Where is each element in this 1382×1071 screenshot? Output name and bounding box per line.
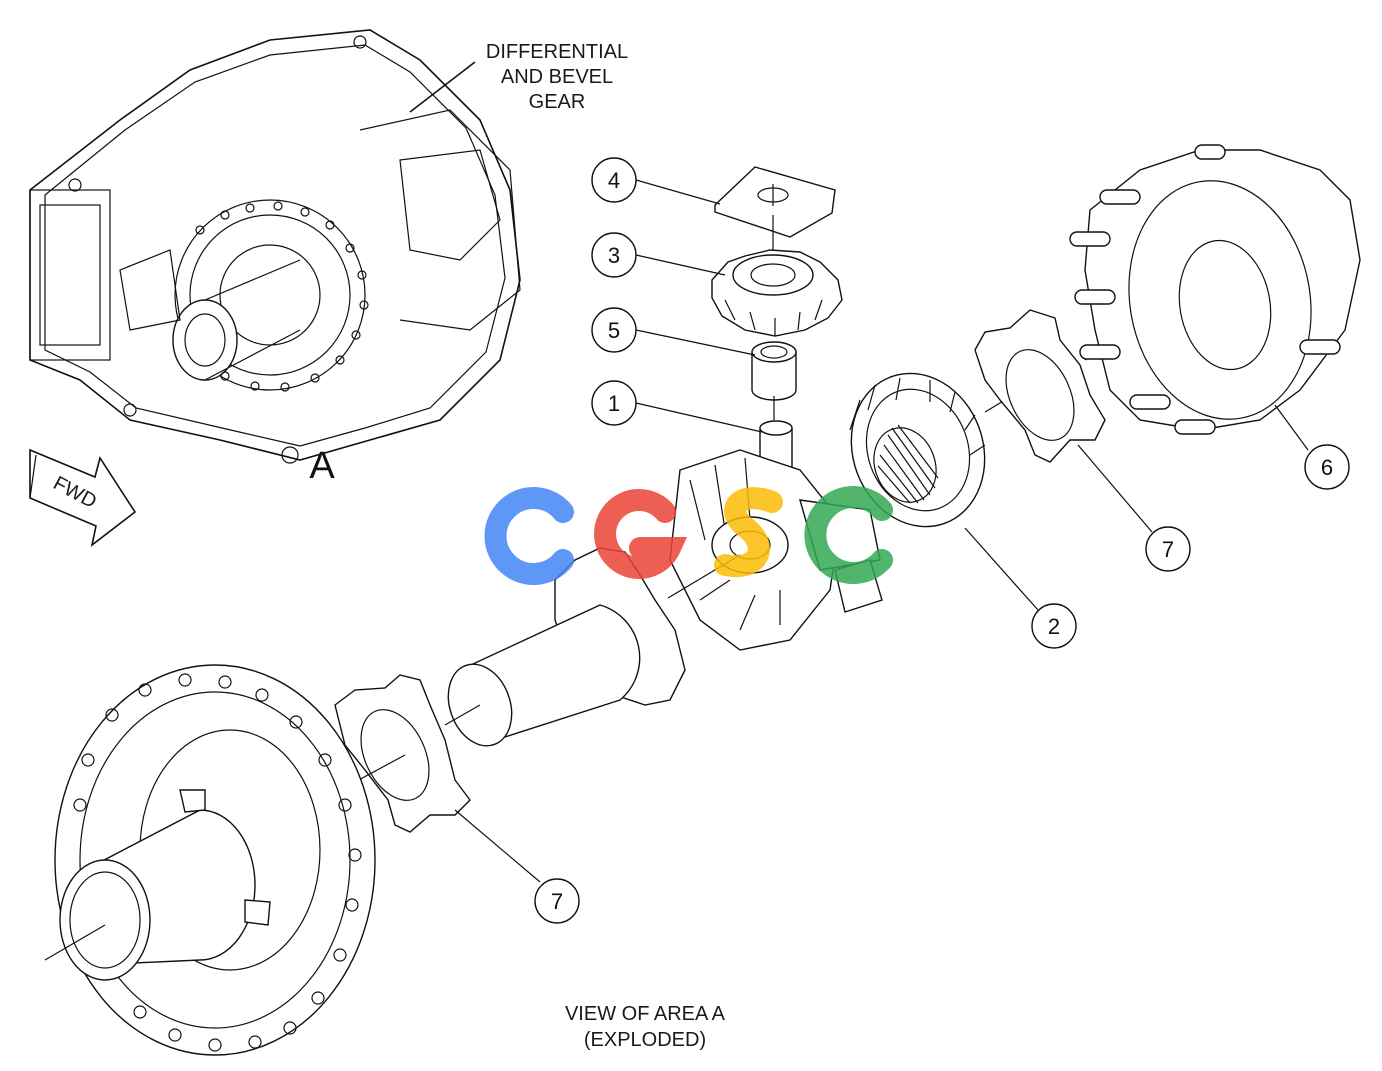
svg-text:6: 6 — [1321, 455, 1333, 480]
title-line-2: AND BEVEL — [501, 66, 613, 88]
svg-text:3: 3 — [608, 243, 620, 268]
svg-text:7: 7 — [1162, 537, 1174, 562]
area-marker: A — [309, 445, 335, 487]
fwd-arrow: FWD — [29, 448, 137, 547]
svg-text:5: 5 — [608, 318, 620, 343]
callout-4: 4 — [591, 157, 721, 205]
callout-7-upper: 7 — [1077, 444, 1191, 572]
svg-text:7: 7 — [551, 889, 563, 914]
cgsc-watermark-logo — [484, 486, 893, 585]
watermark-c-green — [804, 486, 893, 584]
svg-text:4: 4 — [608, 168, 620, 193]
watermark-g-red — [594, 488, 688, 579]
callout-7-lower: 7 — [534, 878, 580, 924]
part-1-spider-cluster — [669, 420, 883, 651]
callout-3: 3 — [591, 232, 726, 278]
output-shaft-gear — [444, 547, 741, 747]
caption-line-2: (EXPLODED) — [584, 1029, 706, 1051]
watermark-s-yellow — [714, 487, 783, 578]
title-line-3: GEAR — [529, 91, 586, 113]
title-line-1: DIFFERENTIAL — [486, 41, 628, 63]
part-5-bushing — [751, 341, 797, 420]
callout-2: 2 — [964, 527, 1077, 649]
differential-title-callout: DIFFERENTIAL AND BEVEL GEAR — [409, 41, 628, 113]
callout-6: 6 — [1304, 444, 1350, 490]
part-2-side-gear — [849, 372, 1031, 528]
drive-flange — [44, 664, 376, 1056]
svg-text:1: 1 — [608, 391, 620, 416]
caption-line-1: VIEW OF AREA A — [565, 1003, 726, 1025]
part-3-pinion-gear — [711, 249, 843, 337]
watermark-c-blue — [484, 487, 574, 585]
callout-5: 5 — [591, 307, 756, 356]
assembled-housing — [29, 29, 521, 464]
caption: VIEW OF AREA A (EXPLODED) — [565, 1003, 726, 1051]
part-7-lower-washer — [334, 674, 541, 883]
callout-1: 1 — [591, 380, 763, 433]
fwd-label: FWD — [50, 472, 101, 513]
part-6-case-half — [1069, 144, 1361, 451]
part-4-plate — [714, 166, 836, 260]
svg-text:2: 2 — [1048, 614, 1060, 639]
